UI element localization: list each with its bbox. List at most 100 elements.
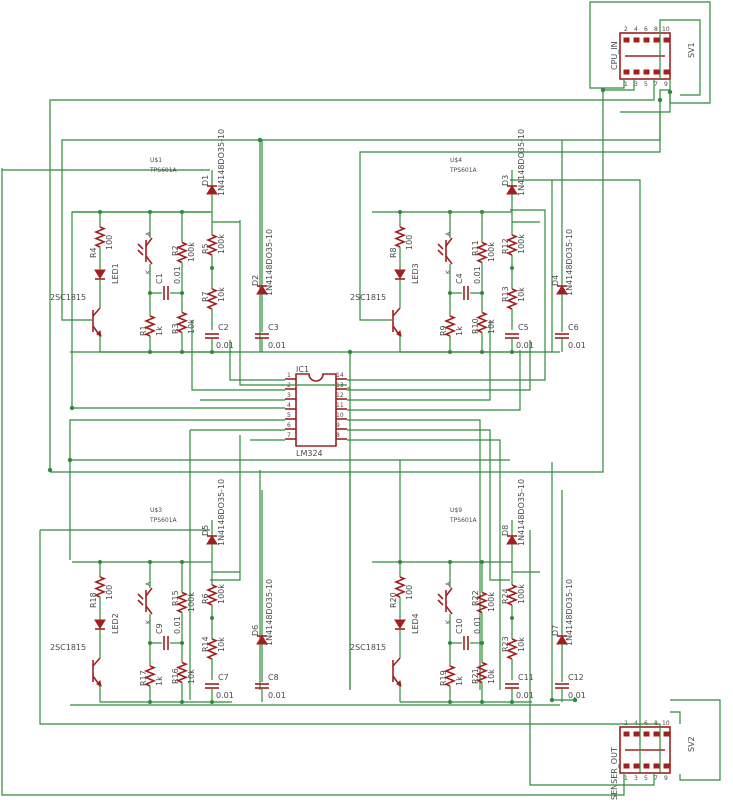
diode-b-part: 1N4148DO35-10 <box>265 579 274 646</box>
resistor-a <box>475 562 489 643</box>
junction-dot <box>448 291 452 295</box>
ic-pin-7: 7 <box>287 432 291 439</box>
capacitor-c <box>255 683 269 689</box>
junction-dot <box>398 210 402 214</box>
wiring <box>1 1 721 796</box>
connector-cpu-in: 2 4 6 8 10 1 3 5 7 9 CPU_IN SV1 <box>610 26 696 88</box>
sensor-ref: U$1 <box>150 157 162 164</box>
resistor-base-value: 1k <box>455 676 464 686</box>
resistor-base <box>443 650 457 702</box>
resistor-base-ref: R19 <box>439 670 448 686</box>
diode-a-ref: D3 <box>501 175 510 186</box>
resistor-a-value: 100k <box>487 592 496 612</box>
resistor-c <box>505 222 519 268</box>
phototransistor-symbol <box>137 212 153 300</box>
transistor-part: 2SC1815 <box>50 293 86 302</box>
capacitor-b-value: 0.01 <box>516 341 534 350</box>
cpu-in-pin-1: 1 <box>624 81 628 88</box>
capacitor-c-value: 0.01 <box>268 691 286 700</box>
ic-pin-8: 8 <box>336 432 340 439</box>
sensor-ref: U$4 <box>450 157 462 164</box>
resistor-b-value: 10k <box>487 669 496 684</box>
phototransistor-pin-k: K <box>145 619 152 624</box>
resistor-led-value: 100 <box>105 585 114 600</box>
capacitor-c-value: 0.01 <box>568 341 586 350</box>
capacitor-a-value: 0.01 <box>173 266 182 284</box>
junction-dot <box>98 210 102 214</box>
junction-dot <box>180 641 184 645</box>
capacitor-b <box>505 333 519 339</box>
junction-dot <box>148 210 152 214</box>
resistor-d-ref: R13 <box>501 286 510 302</box>
resistor-base-ref: R9 <box>439 325 448 336</box>
resistor-led <box>93 212 107 262</box>
junction-dot <box>180 350 184 354</box>
capacitor-c <box>255 333 269 339</box>
cpu-in-pin-6: 6 <box>644 26 648 33</box>
resistor-d <box>505 268 519 330</box>
resistor-c-value: 100k <box>217 584 226 604</box>
led-ref: LED4 <box>411 613 420 634</box>
sensor-out-pin-3: 3 <box>634 775 638 782</box>
junction-dot <box>510 266 514 270</box>
junction-dot <box>148 700 152 704</box>
resistor-b-ref: R16 <box>171 668 180 684</box>
sensor-part: TPS601A <box>149 517 178 524</box>
resistor-d-ref: R23 <box>501 636 510 652</box>
junction-dot <box>448 210 452 214</box>
resistor-c-ref: R24 <box>501 588 510 604</box>
resistor-c-value: 100k <box>517 584 526 604</box>
led-symbol <box>394 612 406 650</box>
cpu-in-pin-10: 10 <box>662 26 670 33</box>
ic-pin-3: 3 <box>287 392 291 399</box>
resistor-b <box>475 293 489 352</box>
capacitor-b-ref: C2 <box>218 323 229 332</box>
phototransistor-pin-a: A <box>445 581 452 586</box>
ic-pin-4: 4 <box>287 402 291 409</box>
capacitor-c-ref: C3 <box>268 323 279 332</box>
capacitor-a-value: 0.01 <box>173 616 182 634</box>
diode-a-part: 1N4148DO35-10 <box>217 479 226 546</box>
resistor-b-value: 10k <box>187 669 196 684</box>
junction-dot <box>448 560 452 564</box>
phototransistor-pin-a: A <box>145 231 152 236</box>
resistor-b <box>175 643 189 702</box>
junction-dot <box>480 700 484 704</box>
capacitor-b-ref: C5 <box>518 323 529 332</box>
resistor-led <box>393 212 407 262</box>
resistor-c <box>205 222 219 268</box>
ic-pins <box>285 378 347 440</box>
junction-dot <box>480 560 484 564</box>
junction-dot <box>480 210 484 214</box>
ic-pin-10: 10 <box>336 412 344 419</box>
connector-cpu-in-name: CPU_IN <box>610 41 619 70</box>
capacitor-a-ref: C1 <box>155 273 164 284</box>
ic-pin-11: 11 <box>336 402 344 409</box>
diode-a <box>206 535 218 545</box>
sensor-part: TPS601A <box>449 167 478 174</box>
junction-dot <box>98 560 102 564</box>
ic-part: LM324 <box>296 449 323 458</box>
connector-cpu-in-ref: SV1 <box>687 42 696 58</box>
resistor-base-ref: R17 <box>139 670 148 686</box>
ic-ref: IC1 <box>296 365 309 374</box>
diode-a-part: 1N4148DO35-10 <box>217 129 226 196</box>
cpu-in-pin-8: 8 <box>654 26 658 33</box>
junction-dot <box>210 616 214 620</box>
ic-pin-14: 14 <box>336 372 344 379</box>
junction-dot <box>448 350 452 354</box>
resistor-a-ref: R15 <box>171 590 180 606</box>
sensor-part: TPS601A <box>449 517 478 524</box>
junction-dot <box>480 291 484 295</box>
diode-a-ref: D8 <box>501 525 510 536</box>
junction-dot <box>180 700 184 704</box>
resistor-b-ref: R3 <box>171 323 180 334</box>
resistor-c-value: 100k <box>517 234 526 254</box>
diode-a-part: 1N4148DO35-10 <box>517 129 526 196</box>
resistor-a-ref: R11 <box>471 240 480 256</box>
connector-sensor-out: 2 4 6 8 10 1 3 5 7 9 SENSER_OUT SV2 <box>610 720 696 800</box>
junction-dot <box>210 700 214 704</box>
resistor-a <box>175 212 189 293</box>
cpu-in-pin-3: 3 <box>634 81 638 88</box>
